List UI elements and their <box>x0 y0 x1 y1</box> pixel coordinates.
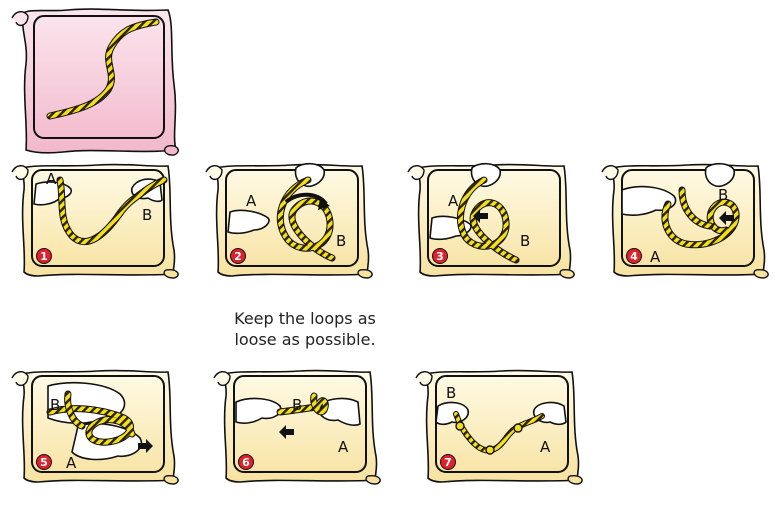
scroll-curl-top <box>416 372 432 386</box>
step-number: 7 <box>444 456 452 469</box>
scroll-curl-top <box>12 166 28 180</box>
intro-illustration <box>8 4 183 156</box>
scroll-frame <box>22 9 176 153</box>
step-number: 2 <box>234 250 242 263</box>
scroll-curl-bottom <box>164 270 178 278</box>
label-b: B <box>718 186 728 204</box>
caption-line-1: Keep the loops as <box>210 308 400 329</box>
scroll-curl-bottom <box>358 270 372 278</box>
label-b: B <box>446 384 456 402</box>
scroll-curl-bottom <box>754 270 768 278</box>
scroll-curl-top <box>206 166 222 180</box>
step-number: 1 <box>40 250 48 263</box>
knot-3 <box>456 422 464 430</box>
scroll-curl-top <box>602 166 618 180</box>
knot-1 <box>486 446 494 454</box>
step-5-illustration: B A 5 <box>8 366 183 484</box>
step-number: 5 <box>40 456 48 469</box>
step-2-illustration: A B 2 <box>202 160 377 278</box>
scroll-curl-bottom <box>560 270 574 278</box>
step-5-panel: B A 5 <box>8 366 183 484</box>
label-a: A <box>650 248 661 266</box>
label-a: A <box>46 170 57 188</box>
caption-line-2: loose as possible. <box>210 329 400 350</box>
label-a: A <box>338 438 349 456</box>
step-1-panel: A B 1 <box>8 160 183 278</box>
scroll-curl-top <box>408 166 424 180</box>
label-b: B <box>336 232 346 250</box>
instruction-caption: Keep the loops as loose as possible. <box>210 308 400 350</box>
step-6-panel: B A 6 <box>210 366 385 484</box>
scroll-curl-top <box>12 372 28 386</box>
step-1-illustration: A B 1 <box>8 160 183 278</box>
scroll-curl-bottom <box>164 476 178 484</box>
step-number: 6 <box>242 456 250 469</box>
knot-2 <box>514 424 522 432</box>
step-7-panel: B A 7 <box>412 366 587 484</box>
step-7-illustration: B A 7 <box>412 366 587 484</box>
label-b: B <box>520 232 530 250</box>
step-number: 4 <box>630 250 638 263</box>
label-b: B <box>292 396 302 414</box>
label-b: B <box>142 206 152 224</box>
step-6-illustration: B A 6 <box>210 366 385 484</box>
label-a: A <box>66 454 77 472</box>
scroll-curl-top <box>214 372 230 386</box>
label-a: A <box>540 438 551 456</box>
step-4-illustration: B A4 <box>598 160 773 278</box>
label-a: A <box>448 192 459 210</box>
scroll-curl-bottom <box>366 476 380 484</box>
step-2-panel: A B 2 <box>202 160 377 278</box>
label-b: B <box>50 396 60 414</box>
intro-panel <box>8 4 183 156</box>
step-3-illustration: A B 3 <box>404 160 579 278</box>
label-a: A <box>246 192 257 210</box>
step-3-panel: A B 3 <box>404 160 579 278</box>
scroll-curl-bottom <box>568 476 582 484</box>
step-number: 3 <box>436 250 444 263</box>
